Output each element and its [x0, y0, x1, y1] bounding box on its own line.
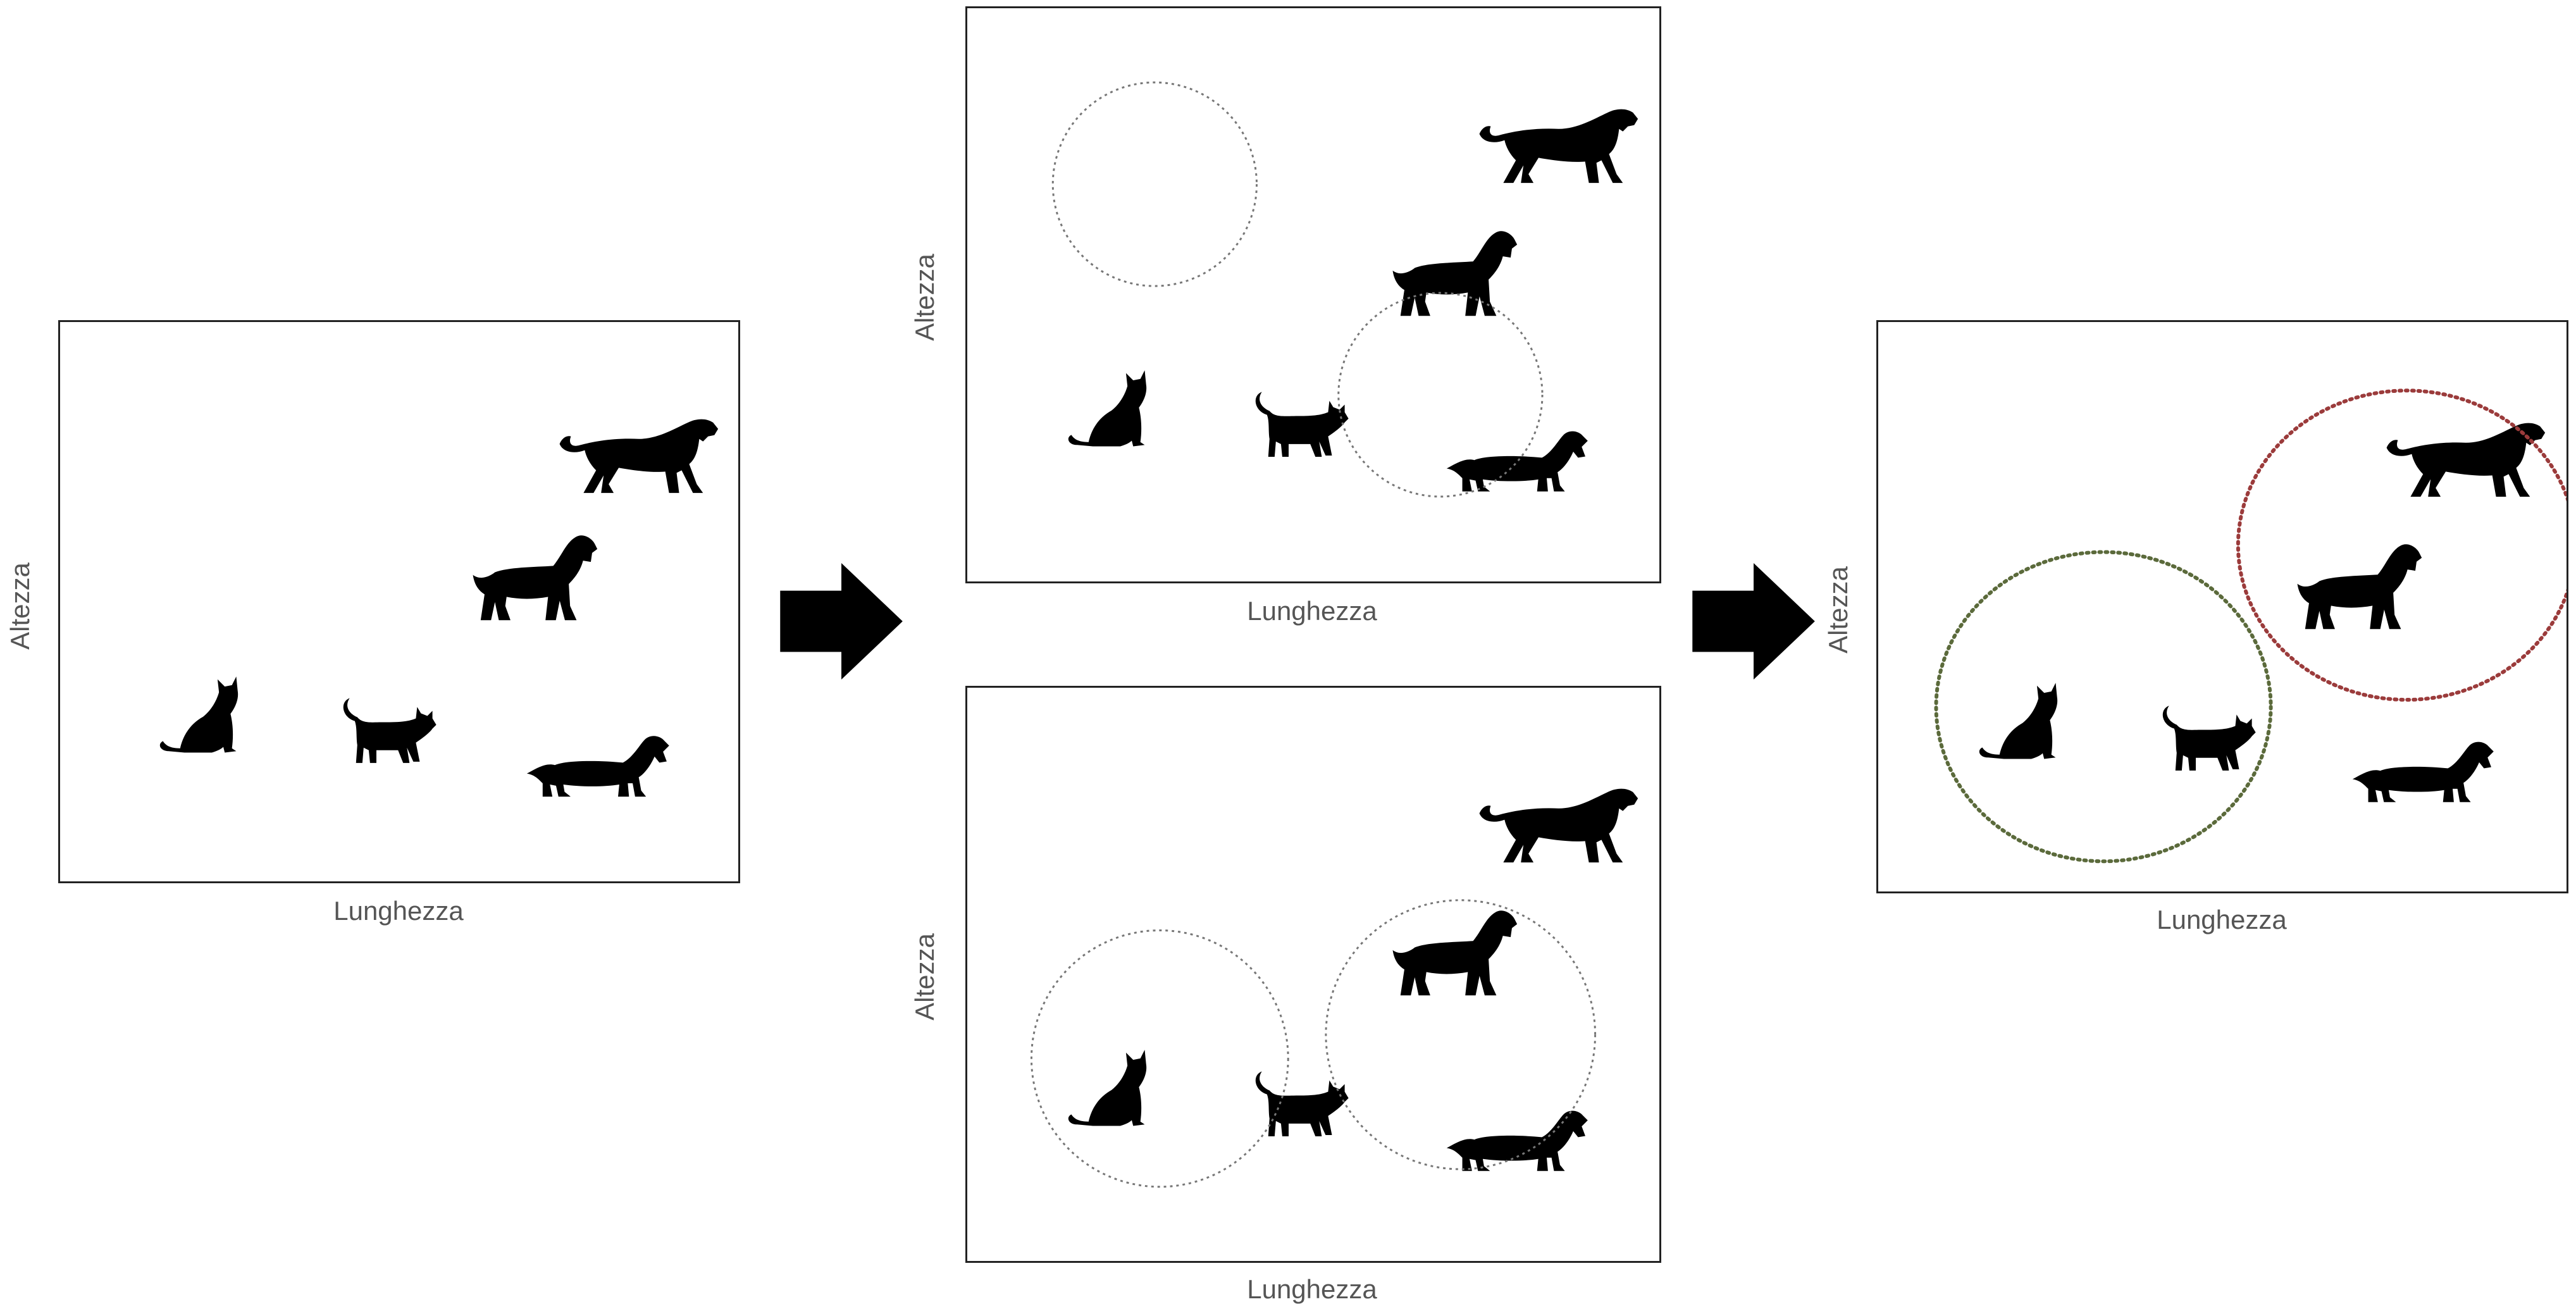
panel-initial-data [58, 320, 740, 883]
y-axis-label-panel-4: Altezza [1823, 566, 1853, 654]
cat-sitting-icon [1068, 1050, 1147, 1126]
dog-large-icon [1479, 109, 1638, 183]
cluster-circle-empty [1051, 81, 1258, 287]
dachshund-icon [2352, 742, 2494, 802]
panel-final-clusters [1876, 320, 2568, 893]
panel-final-plot [1934, 388, 2567, 864]
dog-large-icon [559, 419, 719, 494]
dog-medium-icon [473, 535, 598, 621]
panel-iteration-2 [965, 686, 1661, 1263]
y-axis-label-panel-3: Altezza [910, 933, 939, 1021]
dog-medium-icon [1392, 231, 1518, 316]
dachshund-icon [526, 736, 669, 797]
panel-iteration-1-plot [1051, 81, 1638, 498]
x-axis-label-panel-3: Lunghezza [1247, 1274, 1377, 1304]
cluster-circle-cats [1030, 929, 1289, 1188]
x-axis-label-panel-2: Lunghezza [1247, 596, 1377, 626]
dog-large-icon [1479, 788, 1638, 863]
panel-initial-plot [159, 419, 719, 797]
cat-sitting-icon [1979, 683, 2058, 759]
arrow-right-icon [1692, 563, 1815, 680]
dog-medium-icon [2297, 544, 2422, 630]
dachshund-icon [1446, 431, 1588, 492]
dog-medium-icon [1392, 910, 1518, 996]
panel-iteration-1 [965, 6, 1661, 583]
dachshund-icon [1446, 1110, 1588, 1171]
y-axis-label-panel-1: Altezza [5, 562, 35, 650]
arrow-right-icon [780, 563, 903, 680]
cat-standing-icon [343, 698, 437, 763]
cat-sitting-icon [1068, 370, 1147, 447]
x-axis-label-panel-1: Lunghezza [333, 896, 464, 926]
cluster-circle-cats-green [1934, 550, 2273, 864]
cat-standing-icon [2162, 705, 2256, 771]
cat-sitting-icon [159, 676, 238, 753]
x-axis-label-panel-4: Lunghezza [2157, 905, 2287, 934]
cat-standing-icon [1255, 392, 1349, 457]
cluster-circle-dogs [1325, 899, 1597, 1170]
panel-iteration-2-plot [1030, 788, 1638, 1188]
cluster-circle-dogs-red [2236, 388, 2567, 702]
y-axis-label-panel-2: Altezza [910, 254, 939, 341]
